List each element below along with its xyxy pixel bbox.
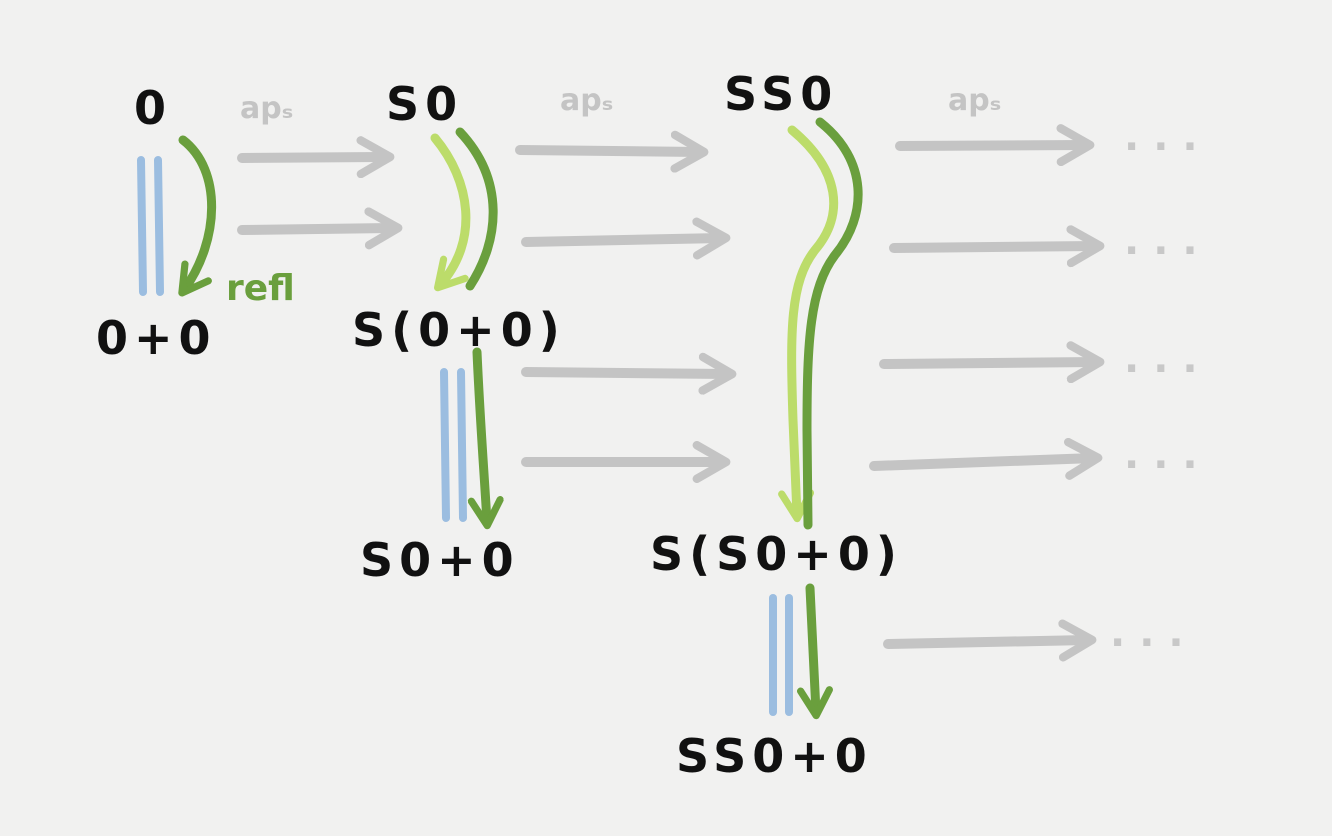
ellipsis-5: ... [1110,610,1198,656]
ellipsis-4: ... [1124,432,1212,478]
equality-bars [137,156,793,716]
eq-bar-col2-right [457,368,467,522]
aps-arrow-col3-3 [879,341,1105,384]
term-s-of-zero-plus-zero: S(0+0) [352,303,566,357]
ellipsis-3: ... [1124,336,1212,382]
eq-bar-col1-right [154,156,164,296]
aps-arrow-col2-2 [521,217,731,260]
aps-label-3: apₛ [948,83,1001,118]
term-s-of-s-zero-plus-zero: S(S0+0) [650,527,903,581]
term-s-zero-plus-zero: S0+0 [360,533,520,587]
aps-arrow-col2-3 [521,352,737,395]
aps-arrow-col1-bottom [237,207,403,250]
aps-arrows [237,124,1105,662]
eq-bar-col2-left [440,368,450,522]
term-zero: 0 [134,81,172,135]
refl-label: refl [226,268,295,309]
dark-path-col2-bottom [467,347,504,530]
aps-arrow-col2-1 [515,130,709,173]
light-path-col2 [430,133,471,292]
aps-arrow-col1-top [237,136,395,179]
refl-path [178,135,217,297]
term-ss-zero-plus-zero: SS0+0 [676,729,873,783]
green-paths [178,117,863,720]
aps-arrow-col3-4 [869,437,1103,480]
ellipsis-2: ... [1124,218,1212,264]
term-ss-zero: SS0 [724,67,838,121]
dark-path-col3-top [802,117,863,530]
light-path-col3 [778,125,839,523]
aps-arrow-col3-1 [895,124,1095,167]
ellipsis-1: ... [1124,114,1212,160]
eq-bar-col1-left [137,156,147,296]
aps-arrow-col3-2 [889,225,1105,268]
aps-label-2: apₛ [560,83,613,118]
dark-path-col3-bottom [796,583,833,720]
aps-label-1: apₛ [240,91,293,126]
term-zero-plus-zero: 0+0 [96,311,217,365]
aps-arrow-col3-5 [883,619,1097,662]
term-s-zero: S0 [386,77,463,131]
dark-path-col2-top [455,127,498,291]
